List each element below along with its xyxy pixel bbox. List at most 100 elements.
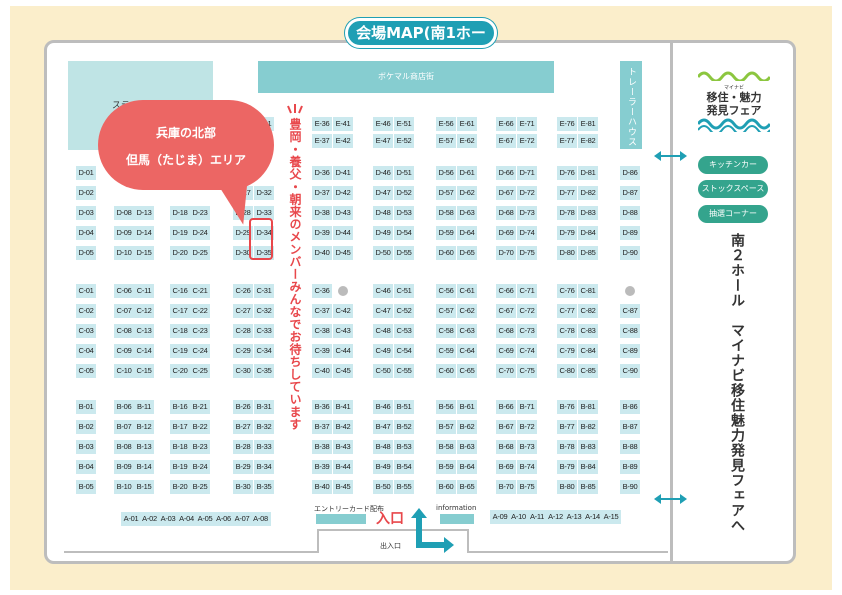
booth: C-59: [436, 344, 456, 358]
booth: C-71: [517, 284, 537, 298]
booth: B-84: [578, 460, 598, 474]
booth: C-07: [114, 304, 134, 318]
booth: B-80: [557, 480, 577, 494]
booth: B-43: [333, 440, 353, 454]
booth: C-50: [373, 364, 393, 378]
booth: D-74: [517, 226, 537, 240]
booth: C-51: [394, 284, 414, 298]
booth: D-84: [578, 226, 598, 240]
booth: C-13: [134, 324, 154, 338]
booth: D-55: [394, 246, 414, 260]
booth: D-53: [394, 206, 414, 220]
booth: D-77: [557, 186, 577, 200]
booth: D-70: [496, 246, 516, 260]
booth: C-84: [578, 344, 598, 358]
booth: C-80: [557, 364, 577, 378]
booth: D-66: [496, 166, 516, 180]
booth: C-37: [312, 304, 332, 318]
booth: D-87: [620, 186, 640, 200]
booth: E-72: [517, 134, 537, 148]
booth: D-78: [557, 206, 577, 220]
booth: E-66: [496, 117, 516, 131]
booth: B-21: [190, 400, 210, 414]
booth: D-28: [233, 206, 253, 220]
booth: D-52: [394, 186, 414, 200]
booth: C-25: [190, 364, 210, 378]
booth: B-48: [373, 440, 393, 454]
booth: C-82: [578, 304, 598, 318]
booth: C-83: [578, 324, 598, 338]
booth: C-58: [436, 324, 456, 338]
booth: D-86: [620, 166, 640, 180]
booth: B-14: [134, 460, 154, 474]
booth: C-49: [373, 344, 393, 358]
booth: D-49: [373, 226, 393, 240]
booth: C-74: [517, 344, 537, 358]
booth: C-69: [496, 344, 516, 358]
booth: B-50: [373, 480, 393, 494]
exit-label: 出入口: [380, 542, 401, 550]
booth: E-47: [373, 134, 393, 148]
booth: B-18: [170, 440, 190, 454]
booth: D-03: [76, 206, 96, 220]
booth: C-48: [373, 324, 393, 338]
booth: B-60: [436, 480, 456, 494]
booth: E-46: [373, 117, 393, 131]
south-hall-2-direction: 南２ホール マイナビ移住魅力発見フェアへ: [729, 233, 745, 533]
booth: B-08: [114, 440, 134, 454]
booth: B-46: [373, 400, 393, 414]
booth: B-17: [170, 420, 190, 434]
booth: D-46: [373, 166, 393, 180]
shopping-street-block: ボケマル商店街: [258, 61, 554, 93]
booth: C-40: [312, 364, 332, 378]
booth: A-14: [582, 510, 603, 524]
booth: C-28: [233, 324, 253, 338]
booth: C-60: [436, 364, 456, 378]
booth: B-37: [312, 420, 332, 434]
booth: B-76: [557, 400, 577, 414]
booth: C-73: [517, 324, 537, 338]
booth: B-68: [496, 440, 516, 454]
booth: D-20: [170, 246, 190, 260]
booth: B-11: [134, 400, 154, 414]
booth: B-04: [76, 460, 96, 474]
bubble-line-1: 兵庫の北部: [155, 126, 216, 140]
booth: C-77: [557, 304, 577, 318]
booth: B-19: [170, 460, 190, 474]
booth: E-41: [333, 117, 353, 131]
booth: B-55: [394, 480, 414, 494]
booth: D-89: [620, 226, 640, 240]
booth: D-68: [496, 206, 516, 220]
booth: D-29: [233, 226, 253, 240]
booth: B-73: [517, 440, 537, 454]
gray-dot-marker: [338, 286, 348, 296]
entry-card-counter: [316, 514, 366, 524]
booth: C-14: [134, 344, 154, 358]
booth: B-20: [170, 480, 190, 494]
booth: C-18: [170, 324, 190, 338]
booth: B-07: [114, 420, 134, 434]
booth: C-66: [496, 284, 516, 298]
booth: C-85: [578, 364, 598, 378]
booth: B-38: [312, 440, 332, 454]
booth: C-90: [620, 364, 640, 378]
booth: A-06: [213, 512, 234, 526]
booth: C-35: [254, 364, 274, 378]
booth: E-36: [312, 117, 332, 131]
booth: B-15: [134, 480, 154, 494]
booth: D-09: [114, 226, 134, 240]
booth: C-39: [312, 344, 332, 358]
booth: C-12: [134, 304, 154, 318]
booth: B-58: [436, 440, 456, 454]
booth: B-31: [254, 400, 274, 414]
booth: B-24: [190, 460, 210, 474]
booth: B-75: [517, 480, 537, 494]
booth: B-89: [620, 460, 640, 474]
booth: B-78: [557, 440, 577, 454]
booth: D-41: [333, 166, 353, 180]
booth: C-65: [457, 364, 477, 378]
booth: E-51: [394, 117, 414, 131]
booth: B-69: [496, 460, 516, 474]
booth: B-57: [436, 420, 456, 434]
booth: D-62: [457, 186, 477, 200]
